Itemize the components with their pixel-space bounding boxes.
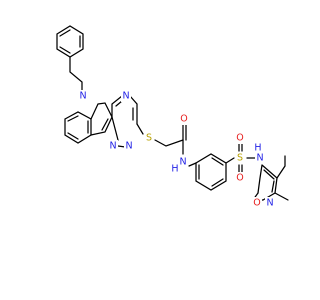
atom-s-thioether-label: S — [146, 133, 152, 144]
bond-benzo-inner — [67, 115, 89, 140]
atom-o-sulfonyl-top-label: O — [236, 133, 243, 144]
bond-thioether-chain — [136, 123, 184, 147]
atom-o-sulfonyl-top: O — [235, 132, 245, 144]
atom-h-sulfonamide-label: H — [254, 143, 261, 154]
atom-o-carbonyl-label: O — [180, 114, 187, 125]
atom-o-sulfonyl-bottom-label: O — [236, 173, 243, 184]
atom-s-sulfonyl-label: S — [237, 153, 243, 164]
bond-phenylene-ring — [195, 153, 227, 191]
atom-o-isoxazole: O — [252, 197, 262, 209]
atom-n-triazine-a: N — [121, 90, 131, 102]
bond-ethyl-linker — [69, 56, 83, 91]
atom-layer: N N N N S O N H — [78, 90, 275, 209]
bond-phenylene-inner — [198, 157, 224, 187]
molecule-svg: N N N N S O N H — [56, 25, 289, 209]
atom-s-thioether: S — [144, 132, 154, 144]
atom-n-amide: N — [178, 156, 188, 168]
bond-phenyl-inner — [59, 29, 81, 54]
atom-s-sulfonyl: S — [235, 152, 245, 164]
atom-h-amide-label: H — [171, 164, 178, 175]
atom-o-carbonyl: O — [179, 113, 189, 125]
bond-methyl-bottom — [274, 192, 289, 201]
bond-phenyl — [56, 25, 84, 58]
bond-triazine-inner — [115, 100, 134, 121]
bond-amide-to-ring — [188, 162, 197, 167]
atom-n-triazine-c: N — [124, 140, 134, 152]
atom-o-sulfonyl-bottom: O — [235, 172, 245, 184]
bond-carbonyl — [182, 124, 187, 141]
atom-n-triazine-b-label: N — [109, 141, 116, 152]
atom-n-amide-label: N — [179, 157, 186, 168]
bond-layer — [56, 25, 289, 201]
bond-sulfonyl-o-top — [238, 142, 243, 152]
molecule-structure-diagram: N N N N S O N H — [56, 25, 289, 209]
atom-n-triazine-c-label: N — [125, 141, 132, 152]
atom-o-isoxazole-label: O — [253, 198, 260, 209]
atom-n-isoxazole: N — [265, 197, 275, 209]
atom-n-triazine-b: N — [108, 140, 118, 152]
bond-ring-to-sulfonyl — [225, 157, 235, 164]
atom-h-amide: H — [170, 163, 180, 175]
atom-n-sulfonamide: N — [255, 152, 265, 164]
atom-n-indole-label: N — [79, 91, 86, 102]
atom-h-sulfonamide: H — [253, 142, 263, 154]
bond-triazine-ring — [111, 95, 138, 149]
bond-isoxazole-ring — [257, 164, 278, 201]
atom-n-sulfonamide-label: N — [256, 153, 263, 164]
bond-sulfonyl-o-bottom — [238, 164, 243, 174]
bond-pyrrole-inner — [101, 118, 109, 131]
bond-methyl-top — [276, 155, 286, 179]
atom-n-isoxazole-label: N — [266, 198, 273, 209]
atom-n-indole: N — [78, 90, 88, 102]
bond-isoxazole-inner — [263, 169, 275, 193]
atom-n-triazine-a-label: N — [122, 91, 129, 102]
